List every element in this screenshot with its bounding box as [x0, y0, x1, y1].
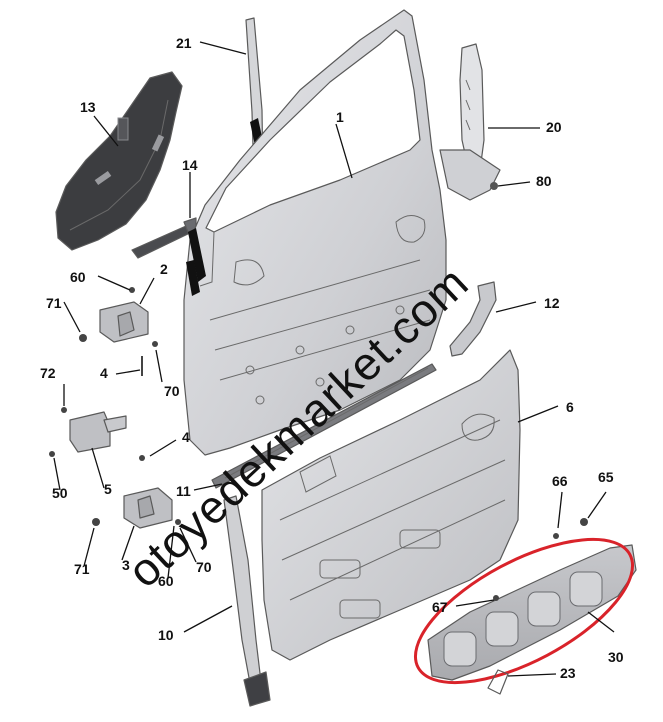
upper-hinge-assembly: [79, 287, 158, 376]
callout-label: 65: [598, 469, 614, 485]
callout-label: 23: [560, 665, 576, 681]
callout-label: 50: [52, 485, 68, 501]
callout-label: 72: [40, 365, 56, 381]
callout-label: 60: [70, 269, 86, 285]
small-fasteners: [493, 518, 588, 601]
callout-label: 80: [536, 173, 552, 189]
callout-label: 12: [544, 295, 560, 311]
callout-label: 30: [608, 649, 624, 665]
callout-label: 6: [566, 399, 574, 415]
part-13-insulation-panel: [55, 71, 183, 251]
callout-label: 60: [158, 573, 174, 589]
callout-label: 3: [122, 557, 130, 573]
middle-hinge-assembly: [49, 407, 127, 457]
part-12-bracket: [449, 281, 497, 357]
leader-lines: [53, 41, 615, 677]
part-14-trim-strip: [131, 217, 197, 259]
callout-label: 70: [164, 383, 180, 399]
part-23-clip: [487, 669, 509, 695]
callout-labels: 1234456101112131420212330506060656667707…: [40, 35, 624, 681]
callout-label: 67: [432, 599, 448, 615]
callout-label: 71: [74, 561, 90, 577]
part-80-clip: [439, 149, 501, 201]
part-10-seal-strip: [223, 495, 271, 707]
callout-label: 5: [104, 481, 112, 497]
part-30-lower-molding: [413, 537, 637, 685]
lower-hinge-assembly: [92, 455, 181, 529]
callout-label: 1: [336, 109, 344, 125]
callout-label: 71: [46, 295, 62, 311]
callout-label: 11: [176, 483, 191, 499]
part-1-door-shell: [183, 9, 447, 456]
callout-label: 20: [546, 119, 562, 135]
callout-label: 2: [160, 261, 168, 277]
callout-label: 14: [182, 157, 198, 173]
callout-label: 21: [176, 35, 192, 51]
callout-label: 4: [100, 365, 108, 381]
part-6-outer-skin: [261, 349, 521, 661]
callout-label: 66: [552, 473, 568, 489]
callout-label: 13: [80, 99, 96, 115]
callout-label: 10: [158, 627, 174, 643]
callout-label: 4: [182, 429, 190, 445]
callout-label: 70: [196, 559, 212, 575]
